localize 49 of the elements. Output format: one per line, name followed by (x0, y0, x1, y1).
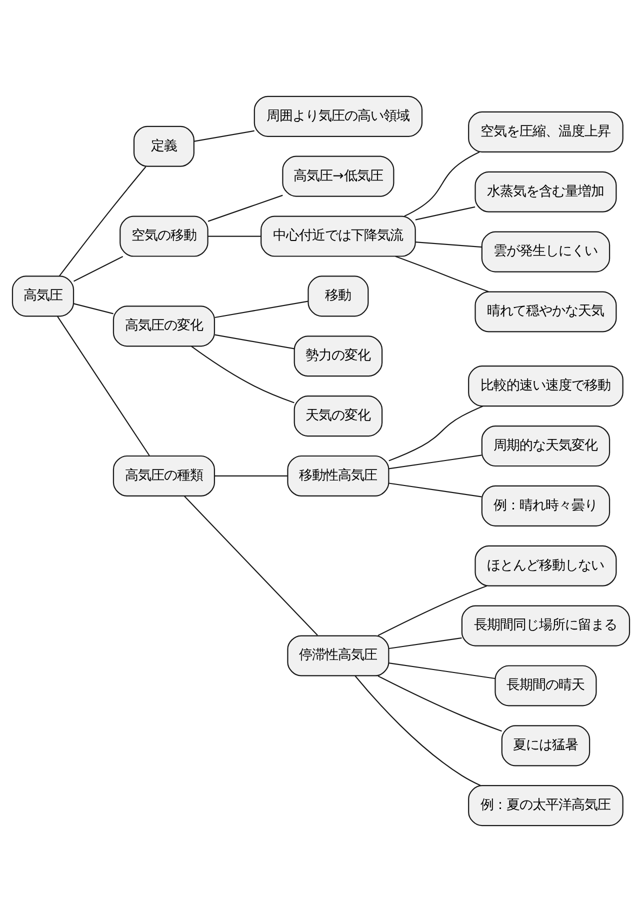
node-box: 高気圧の種類 (112, 454, 216, 496)
connector (388, 662, 496, 679)
node-box: 高気圧の変化 (112, 305, 216, 346)
node-box: 比較的速い速度で移動 (468, 365, 624, 406)
node-box: 天気の変化 (294, 395, 383, 436)
connector (208, 235, 261, 236)
node-box: 周囲より気圧の高い領域 (254, 95, 423, 136)
connector (194, 130, 254, 142)
node-box: 移動 (308, 275, 369, 316)
node-box: 勢力の変化 (294, 335, 383, 376)
connector (378, 584, 488, 636)
node-box: 空気を圧縮、温度上昇 (468, 110, 624, 152)
connector (58, 166, 146, 276)
node-box: 長期間同じ場所に留まる (461, 604, 630, 646)
connector (57, 316, 150, 456)
connector (74, 302, 114, 314)
connector (395, 255, 489, 292)
node-box: 例：夏の太平洋高気圧 (468, 784, 624, 826)
connector (388, 636, 462, 649)
connector (74, 255, 124, 282)
node-box: 晴れて穏やかな天気 (474, 290, 617, 332)
node-box: 空気の移動 (120, 215, 208, 256)
connector (388, 482, 482, 497)
node-box: 定義 (133, 125, 194, 166)
node-box: ほとんど移動しない (474, 544, 617, 586)
node-box: 周期的な天気変化 (481, 424, 610, 466)
node-box: 雲が発生しにくい (481, 230, 610, 272)
connector (415, 240, 482, 248)
connector (388, 454, 482, 469)
node-box: 移動性高気圧 (287, 454, 390, 496)
node-box: 高気圧→低気圧 (282, 155, 394, 196)
connector (404, 151, 480, 216)
connector (184, 495, 318, 636)
node-box: 水蒸気を含む量増加 (474, 170, 617, 212)
connector (214, 334, 294, 349)
node-box: 高気圧 (12, 275, 74, 316)
connector (415, 206, 476, 220)
connector (208, 194, 283, 222)
connector (214, 300, 308, 318)
connector (388, 405, 483, 461)
connector (191, 345, 294, 403)
node-box: 例：晴れ時々曇り (481, 484, 610, 526)
connector (354, 675, 481, 786)
connector (214, 474, 288, 476)
node-box: 夏には猛暑 (501, 724, 590, 766)
connector (378, 675, 502, 732)
node-box: 停滞性高気圧 (287, 634, 390, 676)
node-box: 中心付近では下降気流 (260, 215, 416, 256)
node-box: 長期間の晴天 (494, 664, 597, 706)
